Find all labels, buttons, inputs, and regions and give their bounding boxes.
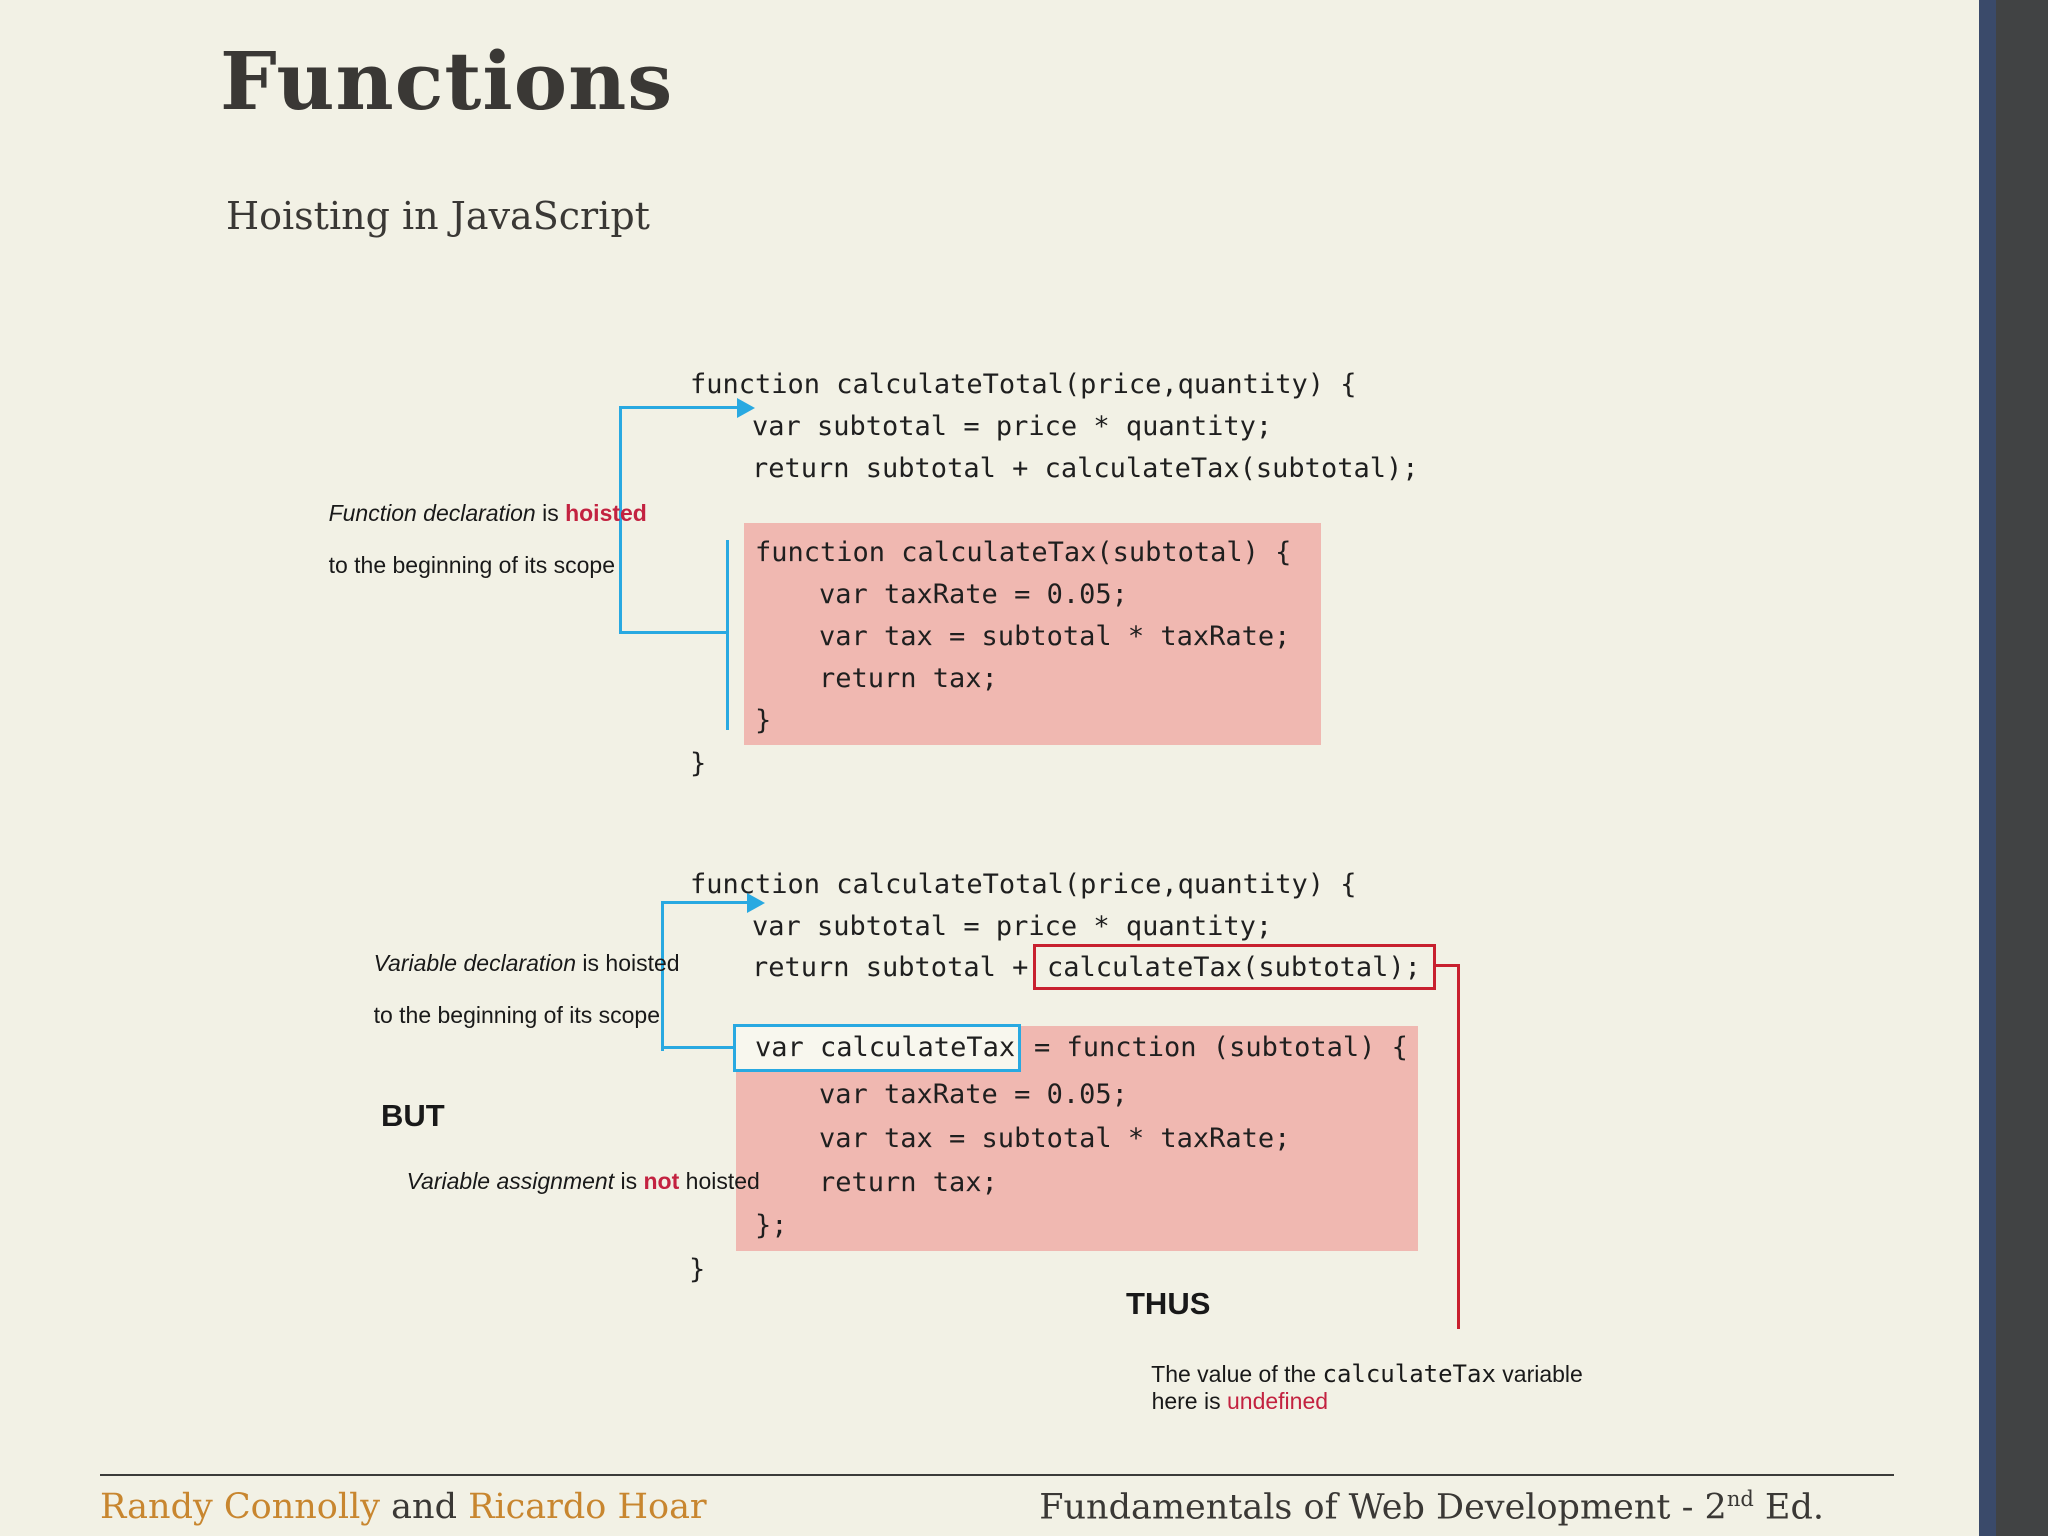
annotation2-rest: is hoisted <box>576 950 680 976</box>
hoist1-bottom-line <box>619 631 728 634</box>
thus-line1: The value of the calculateTax variable <box>1126 1335 1583 1413</box>
footer-book-sup: nd <box>1726 1487 1754 1511</box>
annotation2-italic: Variable declaration <box>373 950 577 976</box>
footer-and: and <box>380 1487 469 1527</box>
code2-line3-boxed: calculateTax(subtotal); <box>1047 952 1421 983</box>
annotation-variable-assignment: Variable assignment is not hoisted <box>381 1142 760 1220</box>
thus-line1-code: calculateTax <box>1322 1360 1496 1388</box>
thus-line2-undefined: undefined <box>1227 1388 1329 1414</box>
code2-line1: function calculateTotal(price,quantity) … <box>690 869 1357 900</box>
code1-tax-line4: return tax; <box>819 663 998 694</box>
page-subtitle: Hoisting in JavaScript <box>226 194 650 238</box>
footer-author2: Ricardo Hoar <box>468 1487 707 1527</box>
slide-background: Functions Hoisting in JavaScript functio… <box>0 0 1979 1536</box>
code2-line2: var subtotal = price * quantity; <box>752 911 1273 942</box>
var-calculatetax-bluebox <box>733 1024 1021 1072</box>
annotation1-hoisted: hoisted <box>565 500 647 526</box>
code1-line2: var subtotal = price * quantity; <box>752 411 1273 442</box>
code2-tax-line2: var taxRate = 0.05; <box>819 1079 1128 1110</box>
undefined-connector-horizontal <box>1436 964 1460 967</box>
footer-book-a: Fundamentals of Web Development - 2 <box>1039 1487 1727 1528</box>
hoist1-bracket-line <box>726 540 729 730</box>
annotation1-italic: Function declaration <box>328 500 536 526</box>
thus-line1-text: The value of the <box>1151 1361 1323 1387</box>
code1-tax-line1: function calculateTax(subtotal) { <box>755 537 1292 568</box>
hoist1-arrow-line <box>619 406 739 409</box>
code2-tax-line3: var tax = subtotal * taxRate; <box>819 1123 1291 1154</box>
thus-line2-text: here is <box>1151 1388 1227 1414</box>
footer-book-title: Fundamentals of Web Development - 2nd Ed… <box>1039 1487 1824 1528</box>
code1-tax-line3: var tax = subtotal * taxRate; <box>819 621 1291 652</box>
footer-book-b: Ed. <box>1753 1487 1824 1528</box>
code2-close: } <box>689 1254 706 1285</box>
code2-line3-prefix: return subtotal + <box>752 952 1045 983</box>
code2-tax-line4: return tax; <box>819 1167 998 1198</box>
hoist2-arrowhead-icon <box>747 893 765 913</box>
hoist1-vertical-line <box>619 406 622 634</box>
code1-close: } <box>690 748 707 779</box>
code1-line3: return subtotal + calculateTax(subtotal)… <box>752 453 1419 484</box>
annotation3-mid: is <box>614 1168 644 1194</box>
hoisted-function-box <box>744 523 1321 745</box>
calculatetax-call-redbox <box>1033 944 1436 990</box>
annotation1-line2: to the beginning of its scope <box>328 552 615 578</box>
code1-tax-close: } <box>755 705 772 736</box>
annotation3-not: not <box>643 1168 680 1194</box>
annotation2-line2: to the beginning of its scope <box>373 1002 660 1028</box>
footer-authors: Randy Connolly and Ricardo Hoar <box>100 1487 707 1527</box>
annotation1-mid: is <box>535 500 566 526</box>
hoist2-arrow-line <box>661 901 749 904</box>
hoist1-arrowhead-icon <box>737 398 755 418</box>
annotation-function-declaration: Function declaration is hoisted to the b… <box>303 474 647 604</box>
code2-tax-close: }; <box>755 1210 788 1241</box>
annotation3-italic: Variable assignment <box>406 1168 615 1194</box>
but-label: BUT <box>381 1098 445 1133</box>
code2-func-rest: = function (subtotal) { <box>1034 1032 1408 1063</box>
code1-tax-line2: var taxRate = 0.05; <box>819 579 1128 610</box>
hoist2-vertical-line <box>661 901 664 1051</box>
annotation3-tail: hoisted <box>679 1168 760 1194</box>
thus-label: THUS <box>1126 1286 1211 1321</box>
footer-author1: Randy Connolly <box>100 1487 381 1527</box>
footer-divider <box>100 1474 1894 1476</box>
thus-line2: here is undefined <box>1126 1362 1328 1440</box>
page-title: Functions <box>220 34 674 128</box>
code1-line1: function calculateTotal(price,quantity) … <box>690 369 1357 400</box>
hoist2-bottom-line <box>661 1046 736 1049</box>
slide-edge-navy-strip <box>1979 0 1996 1536</box>
annotation-variable-declaration: Variable declaration is hoisted to the b… <box>348 924 680 1054</box>
thus-line1-tail: variable <box>1495 1361 1583 1387</box>
undefined-connector-vertical <box>1457 964 1460 1329</box>
code2-var-boxed: var calculateTax <box>755 1032 1016 1063</box>
